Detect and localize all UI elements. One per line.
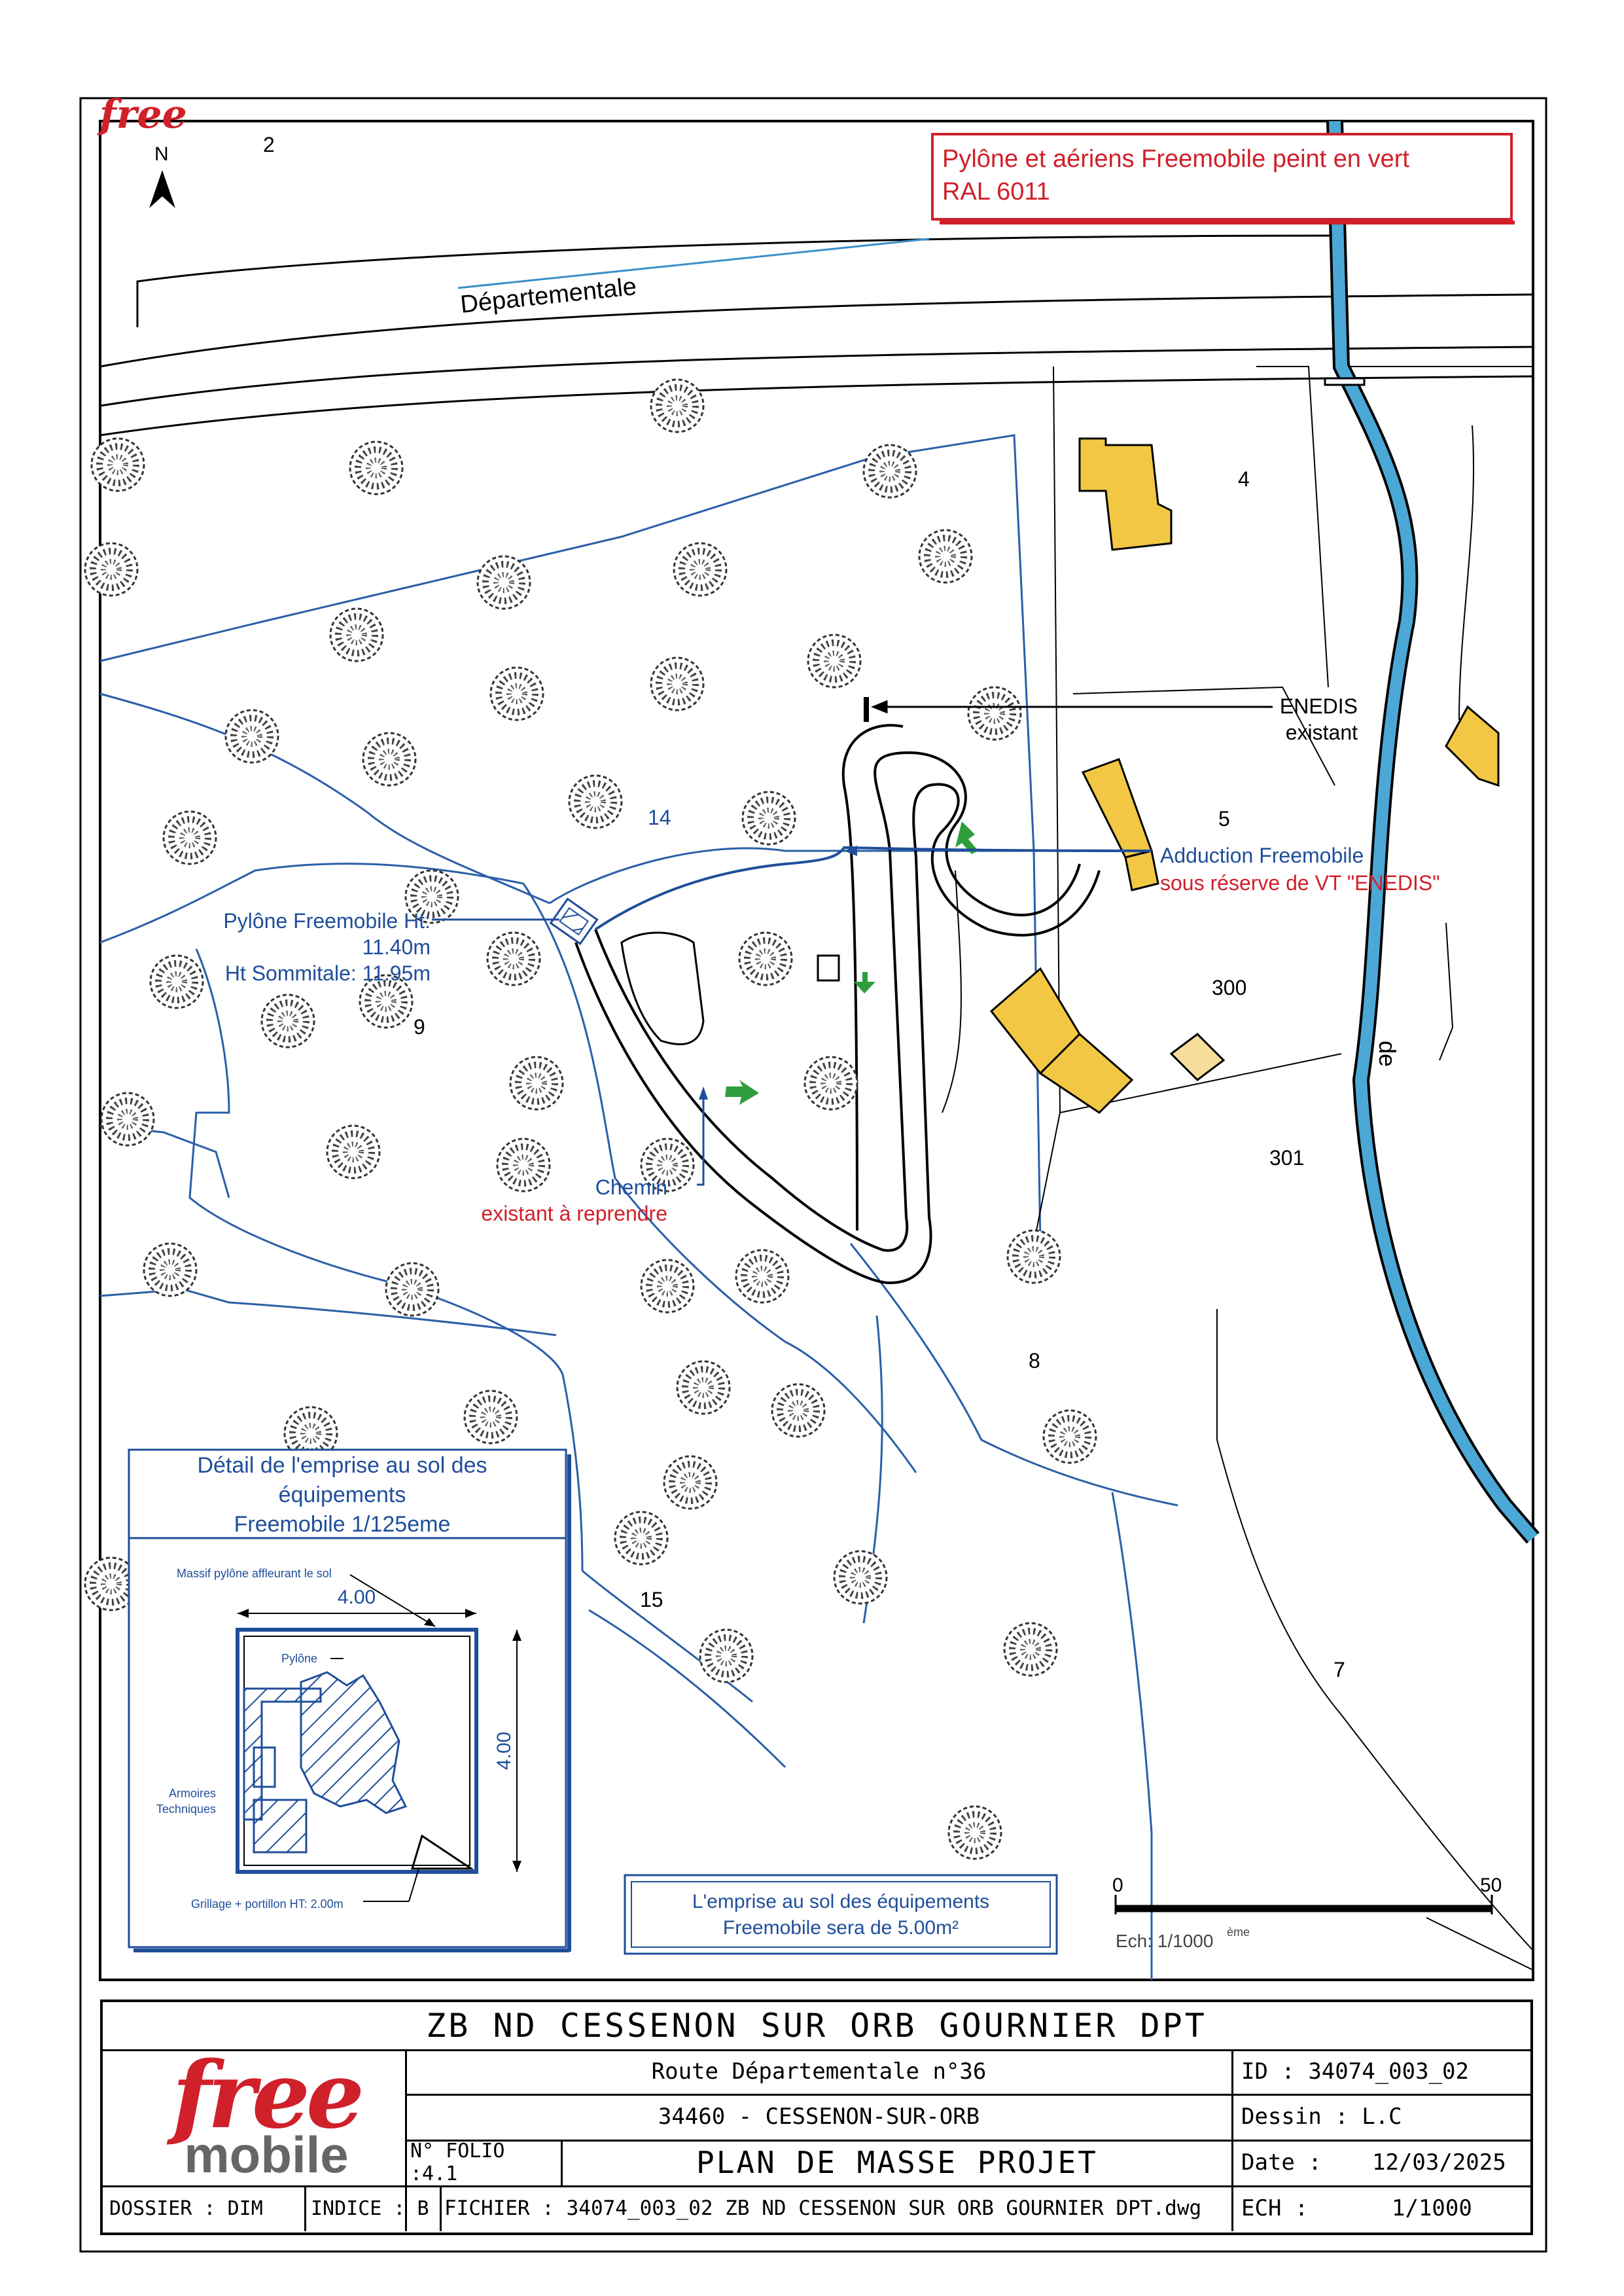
chemin-label-2: existant à reprendre bbox=[481, 1202, 667, 1225]
scale-end: 50 bbox=[1480, 1874, 1502, 1896]
fichier: FICHIER : 34074_003_02 ZB ND CESSENON SU… bbox=[444, 2197, 1202, 2220]
title-block: ZB ND CESSENON SUR ORB GOURNIER DPT free… bbox=[100, 2000, 1533, 2235]
ech-label: ECH : bbox=[1241, 2195, 1309, 2221]
detail-pylone: Pylône bbox=[281, 1652, 317, 1665]
chemin-path bbox=[574, 724, 1101, 1285]
plan-title: PLAN DE MASSE PROJET bbox=[696, 2145, 1098, 2180]
buildings bbox=[989, 437, 1500, 1114]
scale-ech: Ech: 1/1000 bbox=[1116, 1931, 1213, 1951]
top-free-logo: free bbox=[97, 92, 187, 137]
enedis-label-2: existant bbox=[1286, 721, 1358, 744]
logo-free-text: free bbox=[171, 2042, 364, 2149]
cabinet-symbol bbox=[817, 954, 840, 982]
parcel-5: 5 bbox=[1218, 807, 1230, 831]
parcel-4: 4 bbox=[1238, 467, 1250, 491]
date-value: 12/03/2025 bbox=[1372, 2149, 1506, 2176]
pylone-label-3: Ht Sommitale: 11.95m bbox=[225, 961, 431, 985]
detail-title-1: Détail de l'emprise au sol des bbox=[197, 1453, 487, 1478]
dossier: DOSSIER : DIM bbox=[109, 2197, 263, 2220]
pylone-label-2: 11.40m bbox=[362, 935, 431, 959]
parcel-301: 301 bbox=[1269, 1146, 1304, 1170]
detail-dim-h: 4.00 bbox=[338, 1587, 376, 1608]
paint-note-line1: Pylône et aériens Freemobile peint en ve… bbox=[942, 145, 1409, 173]
project-title: ZB ND CESSENON SUR ORB GOURNIER DPT bbox=[426, 2007, 1207, 2045]
scale-start: 0 bbox=[1112, 1874, 1123, 1896]
departementale-road bbox=[99, 234, 1534, 437]
free-mobile-logo: free mobile bbox=[129, 2042, 404, 2184]
pylone-label-1: Pylône Freemobile Ht: bbox=[223, 909, 431, 933]
date-label: Date : bbox=[1241, 2149, 1322, 2176]
dessin: Dessin : L.C bbox=[1241, 2104, 1402, 2130]
map-frame bbox=[99, 120, 1534, 1981]
enedis-label-1: ENEDIS bbox=[1280, 694, 1358, 718]
detail-inset bbox=[128, 1448, 571, 1952]
road-axis bbox=[457, 238, 930, 289]
river-label: de bbox=[1374, 1041, 1401, 1067]
green-arrows bbox=[725, 821, 978, 1105]
outer-frame bbox=[79, 97, 1547, 2253]
scale-ech-sup: ème bbox=[1227, 1926, 1250, 1939]
project-id: ID : 34074_003_02 bbox=[1241, 2058, 1469, 2085]
city: 34460 - CESSENON-SUR-ORB bbox=[658, 2104, 980, 2130]
paint-note-line2: RAL 6011 bbox=[942, 178, 1050, 206]
detail-title-2: équipements bbox=[279, 1482, 406, 1507]
adduction-line bbox=[594, 846, 1152, 931]
adduction-label-1: Adduction Freemobile bbox=[1160, 844, 1364, 867]
detail-grillage: Grillage + portillon HT: 2.00m bbox=[191, 1897, 344, 1910]
emprise-note-2: Freemobile sera de 5.00m² bbox=[723, 1917, 959, 1939]
chemin-label-1: Chemin bbox=[595, 1175, 667, 1199]
pylone-site bbox=[549, 897, 599, 945]
scale-bar bbox=[1114, 1895, 1493, 1914]
parcel-15: 15 bbox=[640, 1588, 663, 1611]
detail-title-3: Freemobile 1/125eme bbox=[234, 1512, 451, 1537]
north-letter: N bbox=[154, 143, 169, 165]
parcel-7: 7 bbox=[1333, 1658, 1345, 1681]
parcel-8: 8 bbox=[1029, 1349, 1040, 1372]
parcel-2: 2 bbox=[263, 133, 275, 156]
bridge bbox=[1324, 377, 1366, 386]
north-arrow bbox=[149, 170, 175, 208]
detail-dim-v: 4.00 bbox=[493, 1732, 515, 1770]
chemin-leader bbox=[697, 1093, 705, 1186]
ech-value: 1/1000 bbox=[1392, 2195, 1472, 2221]
river bbox=[1326, 120, 1540, 1544]
enedis-pole bbox=[864, 697, 869, 722]
adduction-label-2: sous réserve de VT "ENEDIS" bbox=[1160, 871, 1440, 895]
detail-armoires-2: Techniques bbox=[156, 1803, 216, 1816]
detail-massif: Massif pylône affleurant le sol bbox=[177, 1567, 332, 1580]
road-label: Départementale bbox=[459, 273, 638, 319]
detail-armoires-1: Armoires bbox=[169, 1787, 216, 1800]
emprise-note-box bbox=[624, 1874, 1058, 1955]
emprise-note-1: L'emprise au sol des équipements bbox=[692, 1891, 989, 1912]
leader-lines bbox=[870, 700, 1273, 714]
parcel-9: 9 bbox=[414, 1015, 425, 1039]
address: Route Départementale n°36 bbox=[651, 2058, 987, 2085]
parcel-14: 14 bbox=[648, 806, 671, 829]
indice: INDICE : B bbox=[311, 2197, 429, 2220]
paint-note-box bbox=[931, 133, 1513, 221]
folio: N° FOLIO :4.1 bbox=[410, 2140, 505, 2185]
parcel-300: 300 bbox=[1212, 976, 1246, 999]
cadastral-lines bbox=[942, 366, 1534, 1971]
parking-area bbox=[620, 931, 705, 1045]
logo-mobile-text: mobile bbox=[184, 2126, 349, 2183]
